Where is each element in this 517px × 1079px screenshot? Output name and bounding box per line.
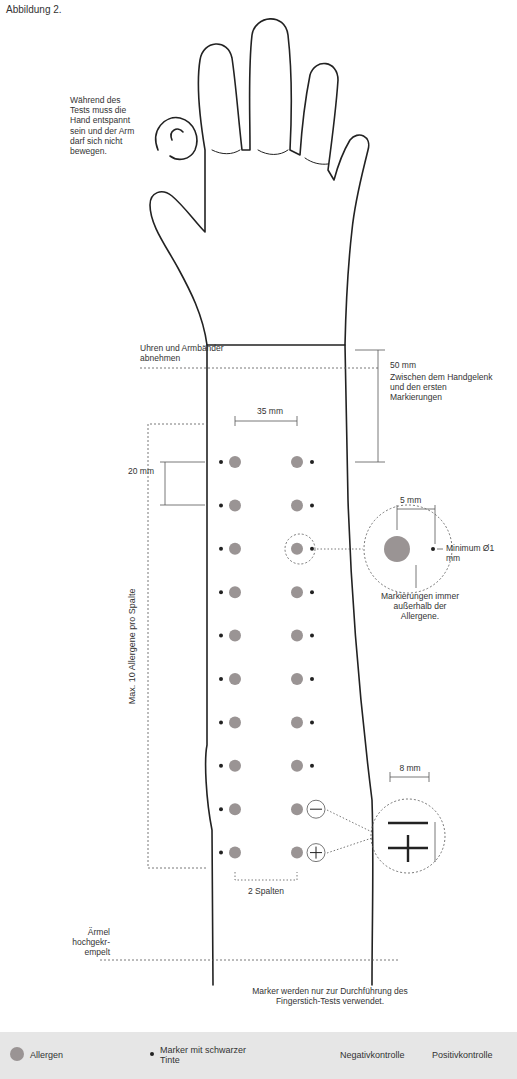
legend-text: Negativkontrolle	[340, 1050, 420, 1060]
dimension: 35 mm	[250, 406, 290, 416]
legend-swatch	[150, 1052, 154, 1056]
note-text: Ärmel hochgekr- empelt	[60, 927, 110, 958]
dimension: 5 mm	[400, 495, 440, 505]
note-text: Während des Tests muss die Hand entspann…	[70, 95, 136, 156]
note-text: Zwischen dem Handgelenk und den ersten M…	[390, 372, 500, 403]
dimension: 20 mm	[128, 466, 162, 476]
note-text: Minimum Ø1 mm	[446, 543, 502, 563]
note-text: Uhren und Armbänder abnehmen	[140, 343, 230, 363]
rotated-label: Max. 10 Allergene pro Spalte	[128, 588, 139, 704]
figure-title: Abbildung 2.	[6, 4, 62, 16]
dimension: 8 mm	[392, 763, 428, 773]
note-text: Markierungen immer außerhalb der Allerge…	[380, 591, 460, 622]
dimension: 2 Spalten	[240, 886, 292, 896]
legend-swatch	[10, 1047, 24, 1061]
legend-text: Marker mit schwarzer Tinte	[160, 1045, 250, 1066]
note-text: Marker werden nur zur Durchführung des F…	[230, 986, 430, 1006]
dimension: 50 mm	[390, 360, 500, 370]
legend-text: Allergen	[30, 1050, 110, 1060]
legend-text: Positivkontrolle	[432, 1050, 512, 1060]
